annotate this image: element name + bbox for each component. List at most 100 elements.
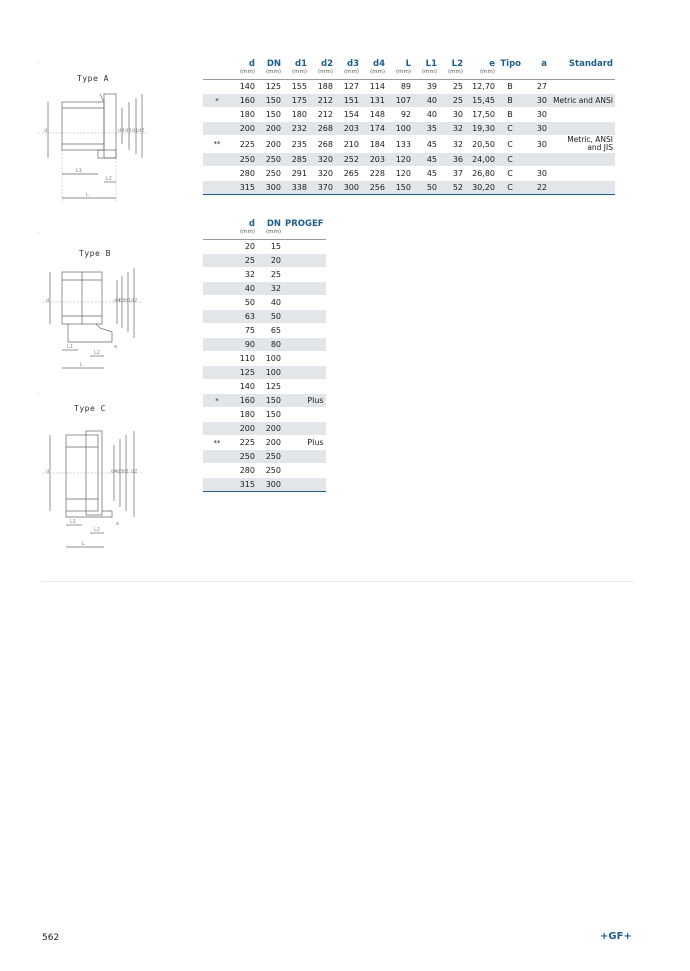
dim-d3: d3 [119, 298, 125, 304]
table-cell: 250 [257, 449, 283, 464]
table-header-row: d DN PROGEF [203, 216, 326, 229]
dim-l1: L1 [70, 519, 76, 525]
table-cell: 125 [231, 365, 257, 380]
table-cell: 180 [283, 107, 309, 122]
table-cell: 19,30 [465, 121, 497, 136]
unit-cell [203, 229, 231, 240]
dim-d4: d4 [118, 128, 124, 134]
table-cell: 200 [257, 435, 283, 450]
footnote-mark [203, 351, 231, 366]
table-cell: Plus [283, 393, 326, 408]
table-cell: 300 [257, 477, 283, 492]
table-cell: 40 [413, 93, 439, 108]
table-cell: 45 [413, 166, 439, 181]
table-cell [283, 337, 326, 352]
table-cell: 150 [257, 393, 283, 408]
unit-cell [549, 69, 615, 80]
header-cell: Tipo [500, 59, 521, 69]
table-cell: C [497, 121, 523, 136]
margin-mark: · [38, 60, 40, 67]
table-cell: 75 [231, 323, 257, 338]
footnote-mark [203, 152, 231, 167]
table-cell: 184 [361, 135, 387, 153]
footnote-mark [203, 79, 231, 94]
table-cell [283, 379, 326, 394]
table-cell [283, 365, 326, 380]
table-header-row: d DN d1 d2 d3 d4 L L1 L2 e Tipo a Standa… [203, 56, 615, 69]
table-cell: 200 [257, 135, 283, 153]
table-cell: 20 [257, 253, 283, 268]
gf-logo: +GF+ [600, 931, 632, 942]
table-cell: 225 [231, 135, 257, 153]
table-cell: 228 [361, 166, 387, 181]
table-cell [283, 351, 326, 366]
table-cell: 150 [387, 180, 413, 195]
table-cell [549, 180, 615, 195]
header-cell: PROGEF [285, 219, 324, 229]
header-cell: d [248, 59, 255, 69]
header-cell: d2 [321, 59, 333, 69]
table-cell: 50 [231, 295, 257, 310]
table-cell: 52 [439, 180, 465, 195]
table-cell: 200 [257, 421, 283, 436]
table-cell: 30 [523, 93, 549, 108]
type-b-label: Type B [79, 249, 111, 258]
table-cell [283, 253, 326, 268]
table-cell: 180 [231, 107, 257, 122]
table-cell: 300 [335, 180, 361, 195]
table-cell: 45 [413, 135, 439, 153]
table-cell [523, 152, 549, 167]
table-cell: Metric, ANSI and JIS [549, 135, 615, 153]
table-cell: 120 [387, 166, 413, 181]
type-a-label: Type A [77, 74, 109, 83]
dim-d4: d4 [111, 469, 117, 475]
table-cell: 50 [413, 180, 439, 195]
table-cell: 25 [231, 253, 257, 268]
table-cell: 280 [231, 166, 257, 181]
unit-cell [497, 69, 523, 80]
footnote-mark [203, 379, 231, 394]
table-cell: 250 [231, 152, 257, 167]
header-cell: d1 [295, 59, 307, 69]
table-cell: 175 [283, 93, 309, 108]
dim-d4: d4 [114, 298, 120, 304]
table-cell: 160 [231, 393, 257, 408]
table-cell: C [497, 152, 523, 167]
table-cell: 235 [283, 135, 309, 153]
table-cell: Metric and ANSI [549, 93, 615, 108]
dim-d: d [46, 469, 49, 475]
dim-d2: d2 [131, 469, 137, 475]
dim-d: d [46, 298, 49, 304]
header-cell: d4 [373, 59, 385, 69]
footnote-mark [203, 166, 231, 181]
header-cell: d [248, 219, 255, 229]
table-cell: 256 [361, 180, 387, 195]
table-cell: 232 [283, 121, 309, 136]
footnote-mark: * [203, 93, 231, 108]
unit-cell [203, 69, 231, 80]
footnote-mark [203, 281, 231, 296]
table-cell: 12,70 [465, 79, 497, 94]
table-cell: 45 [413, 152, 439, 167]
table-cell [283, 267, 326, 282]
table-cell: 20 [231, 239, 257, 254]
page-number: 562 [42, 933, 60, 943]
table-cell: 32 [439, 135, 465, 153]
table-cell: 22 [523, 180, 549, 195]
unit-cell: (mm) [283, 69, 309, 80]
table-cell: 140 [231, 79, 257, 94]
dim-l1: L1 [67, 344, 73, 350]
dimensions-table: d DN d1 d2 d3 d4 L L1 L2 e Tipo a Standa… [203, 56, 615, 195]
table-cell [549, 107, 615, 122]
table-cell: B [497, 107, 523, 122]
